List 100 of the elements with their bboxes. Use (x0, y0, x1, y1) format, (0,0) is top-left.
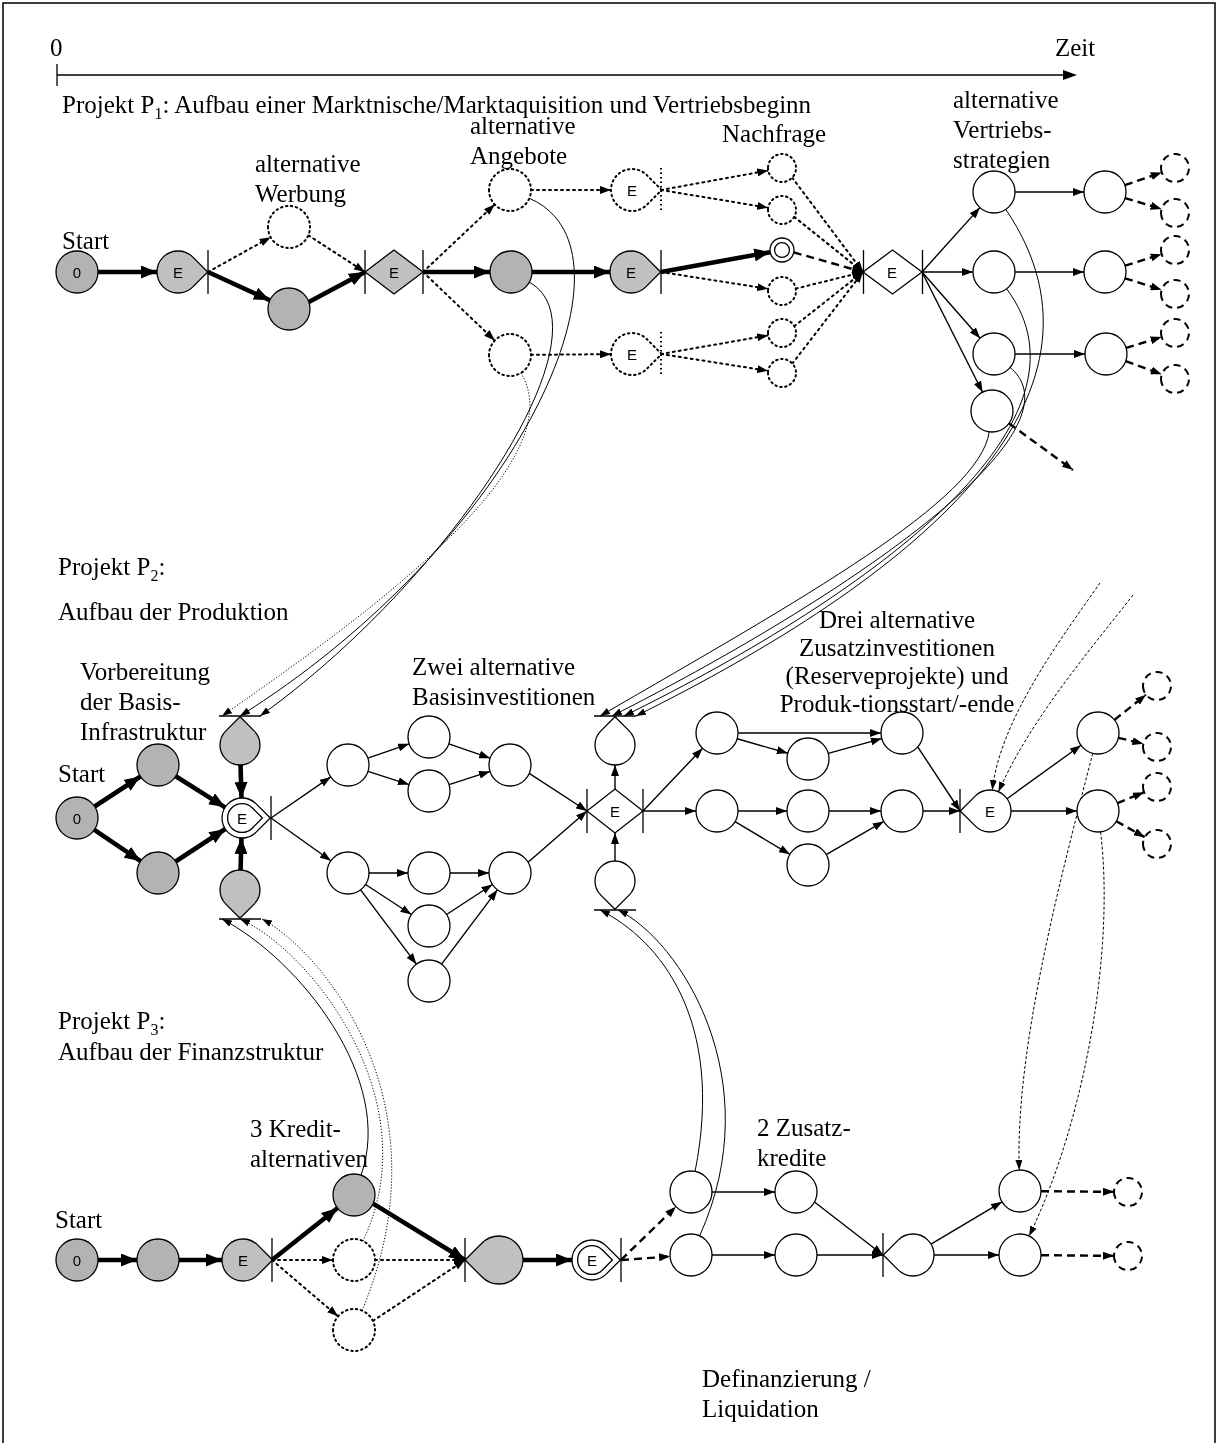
arrow (660, 353, 770, 374)
arrow (423, 265, 490, 279)
arrow (270, 817, 332, 862)
arrow (813, 1201, 884, 1256)
arrow (1125, 335, 1162, 350)
circle-node (1140, 827, 1174, 861)
circle-node (667, 1231, 715, 1279)
circle-node (970, 248, 1018, 296)
arrow (599, 431, 990, 717)
circle-node (1158, 151, 1192, 185)
node-label: 0 (72, 810, 82, 826)
arrow (179, 1253, 222, 1267)
annotation-text: Zwei alternative Basisinvestitionen (412, 652, 597, 712)
arrow (791, 271, 864, 365)
arrow (1117, 791, 1145, 805)
arrow (828, 807, 882, 815)
diamond-node (362, 247, 426, 297)
circle-node (784, 787, 832, 835)
arrow (930, 1201, 1003, 1245)
circle-node (330, 1306, 378, 1354)
arrow (737, 729, 882, 737)
drop-node (154, 247, 211, 297)
arrow (1118, 736, 1144, 746)
node-label: E (985, 803, 995, 819)
circle-node (765, 274, 799, 308)
node-label: E (587, 1252, 597, 1268)
drop-node (957, 786, 1014, 836)
arrow (207, 269, 271, 303)
arrow (234, 764, 248, 799)
arrow (620, 1205, 677, 1261)
annotation-text: Nachfrage (722, 119, 827, 149)
drop-node (462, 1233, 526, 1287)
circle-node (134, 1236, 182, 1284)
arrow (1124, 171, 1163, 187)
arrow (307, 269, 367, 305)
arrow (221, 918, 369, 1176)
arrow (623, 288, 1031, 717)
arrow (98, 1253, 137, 1267)
arrow (371, 1259, 466, 1322)
arrow (642, 747, 704, 812)
circle-node (1140, 730, 1174, 764)
circle-node (324, 741, 372, 789)
arrow (527, 810, 588, 864)
arrow (1028, 831, 1105, 1237)
circle-node (1158, 316, 1192, 350)
arrow (368, 869, 409, 877)
start-label: Start (58, 759, 106, 789)
node-label: 0 (72, 1252, 82, 1268)
circle-node (405, 902, 453, 950)
arrow (367, 770, 410, 786)
arrow (736, 738, 789, 755)
drop-node (608, 165, 665, 215)
circle-node (1140, 669, 1174, 703)
axis-label: Zeit (1055, 33, 1096, 63)
arrow (1010, 807, 1078, 815)
circle-node (1081, 168, 1129, 216)
arrow (1041, 1251, 1114, 1260)
circle-node (134, 849, 182, 897)
node-label: E (173, 264, 183, 280)
node-label: E (887, 264, 897, 280)
arrow (422, 271, 496, 342)
arrow (611, 366, 1025, 717)
drop-node (591, 858, 639, 913)
circle-node (405, 767, 453, 815)
arrow (1124, 196, 1162, 211)
start-label: Start (55, 1205, 103, 1235)
annotation-text: alternative Werbung (255, 149, 362, 209)
arrow (532, 265, 610, 279)
annotation-text: alternative Vertriebs- strategien (953, 85, 1060, 175)
arrow (307, 234, 366, 273)
arrow (449, 869, 490, 877)
drop-node (216, 713, 264, 768)
circle-node (487, 248, 535, 296)
arrow (917, 746, 961, 812)
drop-node (569, 1235, 624, 1285)
circle-node (1111, 1175, 1145, 1209)
arrow (660, 189, 770, 211)
circle-node (265, 285, 313, 333)
circle-node (878, 787, 926, 835)
arrow (1113, 693, 1147, 721)
node-label: E (238, 1252, 248, 1268)
arrow (1008, 422, 1074, 471)
circle-node (53, 248, 101, 296)
circle-node (693, 709, 741, 757)
arrow (1124, 277, 1162, 292)
arrow (825, 820, 885, 856)
arrow (816, 1251, 884, 1259)
circle-node (1111, 1239, 1145, 1273)
circle-node (765, 316, 799, 350)
drop-node (607, 247, 664, 297)
circle-node (53, 1236, 101, 1284)
circle-node (324, 849, 372, 897)
arrow (921, 271, 984, 393)
project-heading: Projekt P$_{2}$: (58, 552, 166, 582)
arrow (793, 251, 864, 274)
project-subtitle: Aufbau der Produktion (58, 597, 289, 627)
circle-node (767, 235, 797, 265)
arrow (448, 770, 491, 786)
node-label: E (627, 182, 637, 198)
circle-node (134, 741, 182, 789)
